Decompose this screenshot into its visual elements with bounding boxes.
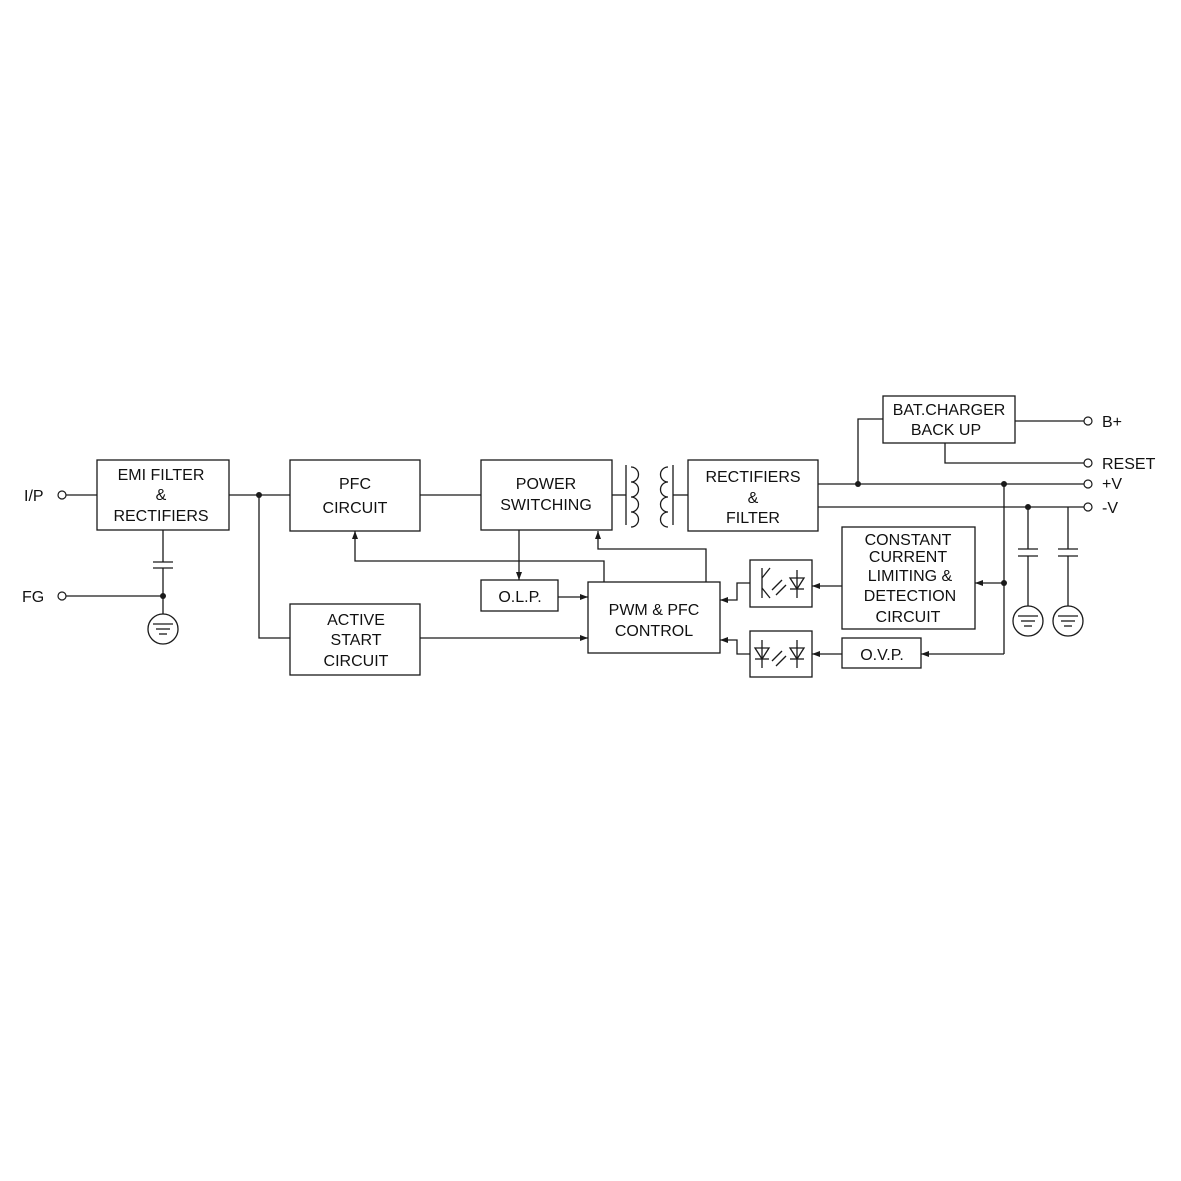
block-label: CONSTANT <box>865 532 952 549</box>
block-label: & <box>156 487 167 504</box>
terminal-output-minus: -V <box>1083 500 1118 517</box>
arrow-pwm-opto1 <box>720 597 728 603</box>
block-label: PFC <box>339 476 371 493</box>
earth-ground-icon <box>1012 605 1044 637</box>
block-label: O.L.P. <box>498 589 541 606</box>
terminal-label: FG <box>22 589 44 606</box>
arrow-to-pwm-from-olp <box>580 594 588 600</box>
output-capacitor-icon <box>1018 548 1038 557</box>
terminal-output-plus: +V <box>1083 476 1122 493</box>
terminal-frame-ground: FG <box>22 589 67 606</box>
terminal-label: B+ <box>1102 414 1122 431</box>
ground-symbols <box>147 605 1084 645</box>
arrow-to-pwm-from-active <box>580 635 588 641</box>
block-label: & <box>748 490 759 507</box>
terminal-label: +V <box>1102 476 1122 493</box>
optocoupler-icon <box>749 630 813 678</box>
block-label: O.V.P. <box>860 647 904 664</box>
block-label: CIRCUIT <box>324 653 389 670</box>
earth-ground-icon <box>147 613 179 645</box>
battery-charger-block: BAT.CHARGER BACK UP <box>882 395 1016 444</box>
arrow-to-opto1 <box>812 583 820 589</box>
junction-dots <box>160 481 1031 599</box>
arrow-to-pfc <box>352 531 358 539</box>
block-label: PWM & PFC <box>609 602 700 619</box>
arrow-to-olp <box>516 572 522 580</box>
arrowheads <box>352 531 983 657</box>
y-capacitor-icon <box>153 561 173 569</box>
capacitor-symbols <box>153 548 1078 569</box>
terminal-battery-plus: B+ <box>1083 414 1122 431</box>
terminal-label: RESET <box>1102 456 1156 473</box>
arrow-to-cc <box>975 580 983 586</box>
block-label: EMI FILTER <box>118 467 205 484</box>
block-label: BACK UP <box>911 422 981 439</box>
terminal-reset: RESET <box>1083 456 1156 473</box>
block-label: BAT.CHARGER <box>893 402 1006 419</box>
block-label: DETECTION <box>864 588 956 605</box>
power-switching-block: POWER SWITCHING <box>480 459 613 531</box>
active-start-block: ACTIVE START CIRCUIT <box>289 603 421 676</box>
arrow-to-power <box>595 531 601 539</box>
block-label: CIRCUIT <box>876 609 941 626</box>
block-label: RECTIFIERS <box>705 469 800 486</box>
block-label: CURRENT <box>869 549 947 566</box>
terminal-label: I/P <box>24 488 44 505</box>
constant-current-block: CONSTANT CURRENT LIMITING & DETECTION CI… <box>841 526 976 630</box>
terminal-label: -V <box>1102 500 1118 517</box>
arrow-pwm-opto2 <box>720 637 728 643</box>
pwm-pfc-control-block: PWM & PFC CONTROL <box>587 581 721 654</box>
emi-filter-block: EMI FILTER & RECTIFIERS <box>96 459 230 531</box>
olp-block: O.L.P. <box>480 579 559 612</box>
rectifiers-filter-block: RECTIFIERS & FILTER <box>687 459 819 532</box>
earth-ground-icon <box>1052 605 1084 637</box>
arrow-to-ovp <box>921 651 929 657</box>
ovp-block: O.V.P. <box>841 637 922 669</box>
terminal-input: I/P <box>24 488 67 505</box>
block-label: ACTIVE <box>327 612 385 629</box>
output-capacitor-icon <box>1058 548 1078 557</box>
block-label: POWER <box>516 476 576 493</box>
block-label: CIRCUIT <box>323 500 388 517</box>
block-label: CONTROL <box>615 623 693 640</box>
block-label: RECTIFIERS <box>113 508 208 525</box>
block-label: SWITCHING <box>500 497 592 514</box>
arrow-to-opto2 <box>812 651 820 657</box>
block-label: LIMITING & <box>868 568 953 585</box>
block-label: FILTER <box>726 510 780 527</box>
block-label: START <box>331 632 382 649</box>
pfc-circuit-block: PFC CIRCUIT <box>289 459 421 532</box>
transformer-icon <box>625 465 674 528</box>
optocoupler-icon <box>749 559 813 608</box>
